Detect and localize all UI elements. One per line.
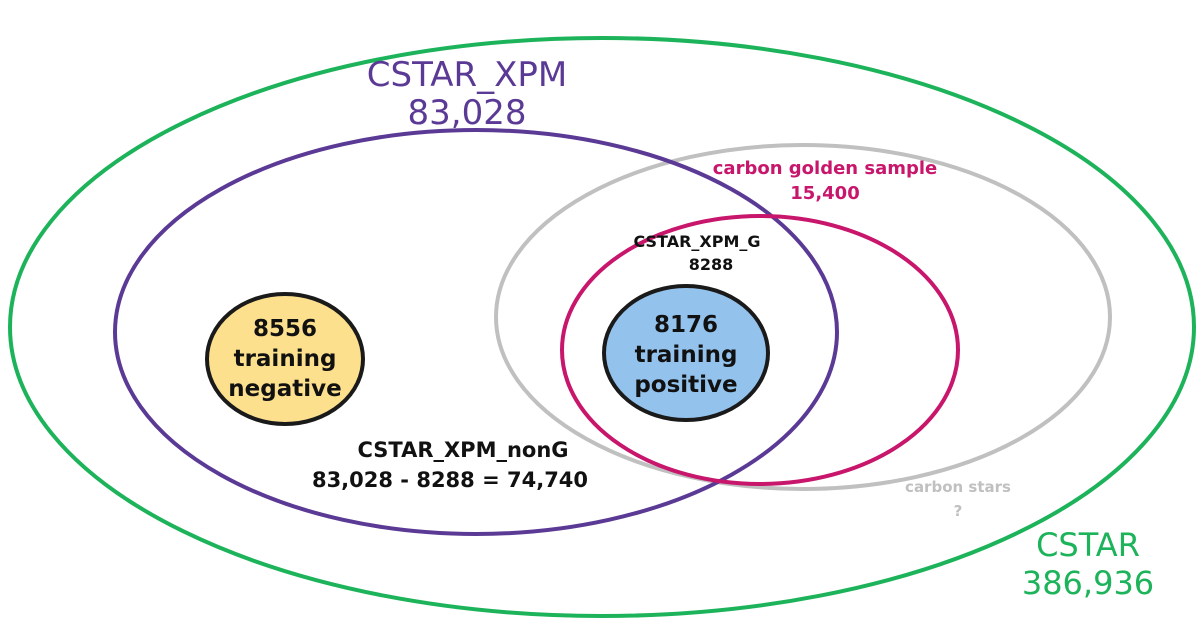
training-positive-line2: positive (634, 372, 737, 398)
cstar-name: CSTAR (1036, 526, 1140, 564)
cstar-xpm-count: 83,028 (408, 93, 527, 133)
training-positive-ellipse (602, 284, 770, 422)
training-negative-count: 8556 (253, 316, 317, 342)
cstar-xpm-nong-formula: 83,028 - 8288 = 74,740 (312, 468, 588, 492)
golden-sample-name: carbon golden sample (713, 158, 938, 179)
training-negative-ellipse (205, 292, 365, 426)
cstar-xpm-g-count: 8288 (689, 255, 734, 274)
cstar-ellipse (8, 36, 1196, 618)
carbon-stars-name: carbon stars (905, 478, 1011, 496)
cstar-xpm-g-name: CSTAR_XPM_G (633, 232, 760, 251)
carbon-stars-ellipse (494, 143, 1112, 491)
training-positive-count: 8176 (654, 312, 718, 338)
training-positive-line1: training (635, 342, 738, 368)
training-negative-line1: training (234, 346, 337, 372)
golden-sample-ellipse (560, 214, 960, 486)
golden-sample-count: 15,400 (790, 183, 859, 204)
cstar-xpm-nong-name: CSTAR_XPM_nonG (357, 438, 568, 462)
cstar-xpm-ellipse (113, 128, 839, 536)
training-negative-line2: negative (228, 376, 341, 402)
carbon-stars-count: ? (954, 502, 963, 520)
cstar-xpm-name: CSTAR_XPM (367, 55, 567, 95)
cstar-count: 386,936 (1022, 564, 1154, 602)
